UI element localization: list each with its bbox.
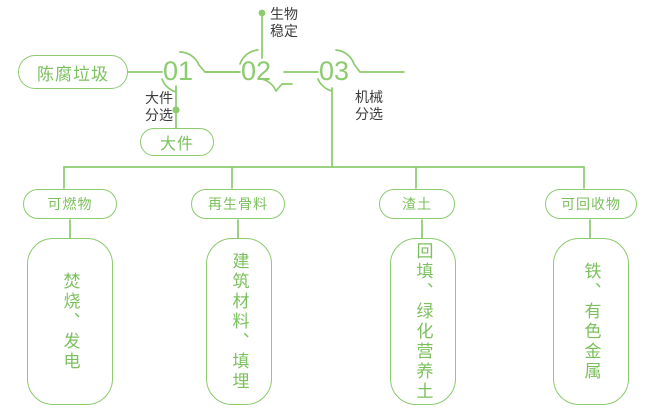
dot-01-down [172, 106, 180, 114]
stage-number-02-text: 02 [241, 56, 272, 86]
output-pill-recyclables[interactable]: 可回收物 [545, 189, 637, 219]
caption-stage-03-line2: 分选 [355, 106, 383, 122]
caption-stage-01-line2: 分选 [145, 107, 173, 123]
wire-03-tail [353, 63, 405, 73]
caption-stage-03: 机械 分选 [355, 89, 383, 123]
stage-number-03-text: 03 [319, 56, 350, 86]
caption-stage-02-line1: 生物 [270, 6, 298, 22]
caption-stage-01-line1: 大件 [145, 90, 173, 106]
caption-stage-01: 大件 分选 [133, 90, 173, 124]
output-box-combustible[interactable]: 焚烧、发电 [27, 238, 113, 405]
output-box-recycled-aggregate[interactable]: 建筑材料、填埋 [206, 238, 272, 405]
source-pill-label: 陈腐垃圾 [37, 64, 109, 84]
output-pill-bulky[interactable]: 大件 [140, 128, 214, 156]
stage-number-01-text: 01 [163, 56, 194, 86]
output-box-recyclables-text: 铁、有色金属 [581, 261, 601, 382]
output-box-slag-soil[interactable]: 回填、绿化营养土 [390, 238, 456, 405]
stage-number-01[interactable]: 01 [163, 56, 193, 87]
arc-01-upper [179, 51, 200, 66]
output-box-slag-soil-text: 回填、绿化营养土 [413, 241, 433, 402]
output-box-combustible-text: 焚烧、发电 [60, 271, 80, 372]
wire-01-to-02 [198, 64, 241, 73]
stage-number-02[interactable]: 02 [241, 56, 271, 87]
output-box-recyclables[interactable]: 铁、有色金属 [553, 238, 629, 405]
dot-02-up [258, 9, 266, 17]
output-pill-recycled-aggregate[interactable]: 再生骨料 [191, 189, 285, 219]
source-pill-stale-waste[interactable]: 陈腐垃圾 [18, 55, 128, 89]
arc-03-upper [335, 49, 355, 65]
output-pill-combustible[interactable]: 可燃物 [23, 189, 117, 219]
wire-02-riser [275, 83, 293, 92]
output-pill-bulky-label: 大件 [159, 136, 194, 153]
output-pill-combustible-label: 可燃物 [47, 196, 93, 212]
output-pill-slag-soil-label: 渣土 [402, 196, 432, 212]
stage-number-03[interactable]: 03 [319, 56, 349, 87]
output-pill-recyclables-label: 可回收物 [561, 196, 621, 212]
arc-02-upper [239, 49, 259, 65]
caption-stage-02: 生物 稳定 [270, 6, 298, 40]
caption-stage-03-line1: 机械 [355, 89, 383, 105]
caption-stage-02-line2: 稳定 [270, 23, 298, 39]
output-pill-slag-soil[interactable]: 渣土 [379, 189, 455, 219]
arc-01-lower [161, 78, 177, 93]
output-pill-recycled-aggregate-label: 再生骨料 [208, 196, 268, 212]
output-box-recycled-aggregate-text: 建筑材料、填埋 [229, 251, 249, 392]
